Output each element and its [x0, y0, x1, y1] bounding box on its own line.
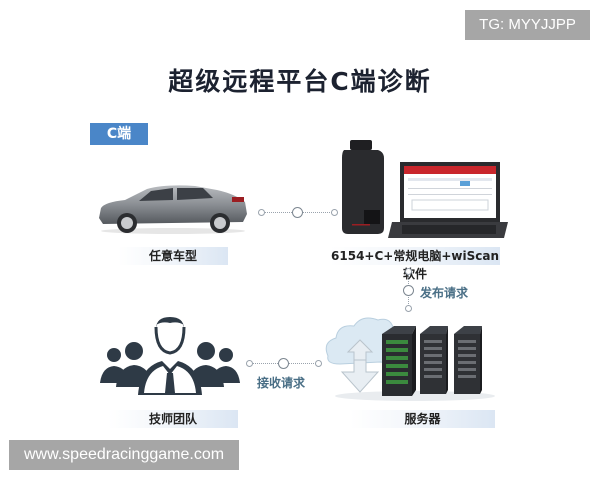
- link-label-publish: 发布请求: [420, 286, 469, 300]
- caption-server: 服务器: [350, 410, 495, 428]
- connector-device-server: [403, 268, 414, 312]
- watermark-top-right: TG: MYYJJPP: [465, 10, 590, 40]
- connector-vehicle-device: [258, 207, 338, 218]
- page-title: 超级远程平台C端诊断: [168, 67, 432, 96]
- caption-device: 6154+C+常规电脑+wiScan软件: [330, 247, 500, 281]
- obd-laptop-icon: [340, 140, 510, 240]
- section-tag: C端: [90, 123, 148, 145]
- connector-technicians-server: [246, 358, 322, 369]
- caption-vehicle: 任意车型: [118, 247, 228, 265]
- server-cloud-icon: [320, 312, 495, 404]
- watermark-bottom-left: www.speedracinggame.com: [9, 440, 239, 470]
- caption-technicians: 技师团队: [108, 410, 238, 428]
- team-icon: [100, 315, 240, 395]
- car-icon: [95, 180, 250, 235]
- link-label-receive: 接收请求: [257, 376, 306, 390]
